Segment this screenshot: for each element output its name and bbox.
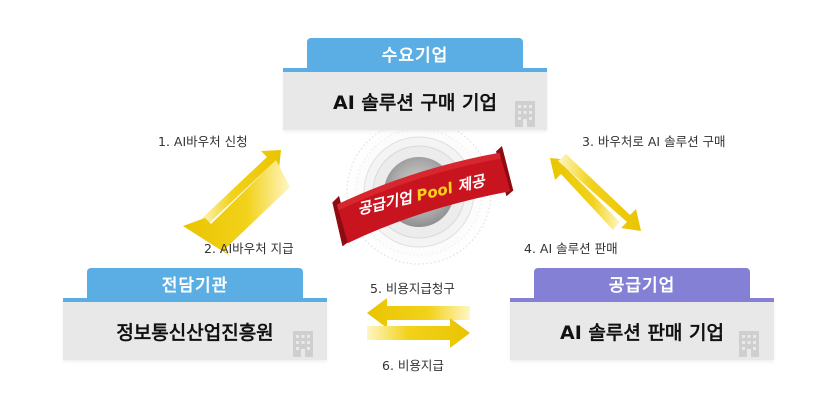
flow-label-4: 4. AI 솔루션 판매 — [524, 241, 618, 256]
building-icon — [739, 331, 759, 357]
arrow-sell — [558, 154, 641, 231]
flow-label-6: 6. 비용지급 — [382, 358, 444, 373]
flow-label-3: 3. 바우처로 AI 솔루션 구매 — [582, 134, 726, 149]
agency-card: 정보통신산업진흥원 — [63, 298, 327, 360]
supply-tab-label: 공급기업 — [608, 275, 676, 296]
agency-card-label: 정보통신산업진흥원 — [116, 321, 274, 344]
building-icon — [515, 101, 535, 127]
building-icon — [293, 331, 313, 357]
supply-card-label: AI 솔루션 판매 기업 — [560, 321, 724, 344]
arrow-issue-voucher — [183, 160, 290, 256]
agency-tab-label: 전담기관 — [161, 275, 229, 296]
arrow-purchase — [550, 158, 620, 230]
agency-tab: 전담기관 — [87, 268, 303, 298]
demand-card-label: AI 솔루션 구매 기업 — [333, 91, 497, 114]
flow-label-5: 5. 비용지급청구 — [370, 281, 455, 296]
flow-label-1: 1. AI바우처 신청 — [158, 134, 248, 149]
demand-tab: 수요기업 — [307, 38, 523, 68]
supply-tab: 공급기업 — [534, 268, 750, 298]
demand-card: AI 솔루션 구매 기업 — [283, 68, 547, 130]
arrow-request-payment — [367, 298, 470, 328]
supplier-pool-ribbon — [332, 145, 514, 247]
supply-card: AI 솔루션 판매 기업 — [510, 298, 774, 360]
flow-label-2: 2. AI바우처 지급 — [204, 241, 294, 256]
arrow-apply-voucher — [199, 150, 281, 227]
arrow-payment — [367, 318, 470, 348]
demand-tab-label: 수요기업 — [381, 45, 449, 66]
